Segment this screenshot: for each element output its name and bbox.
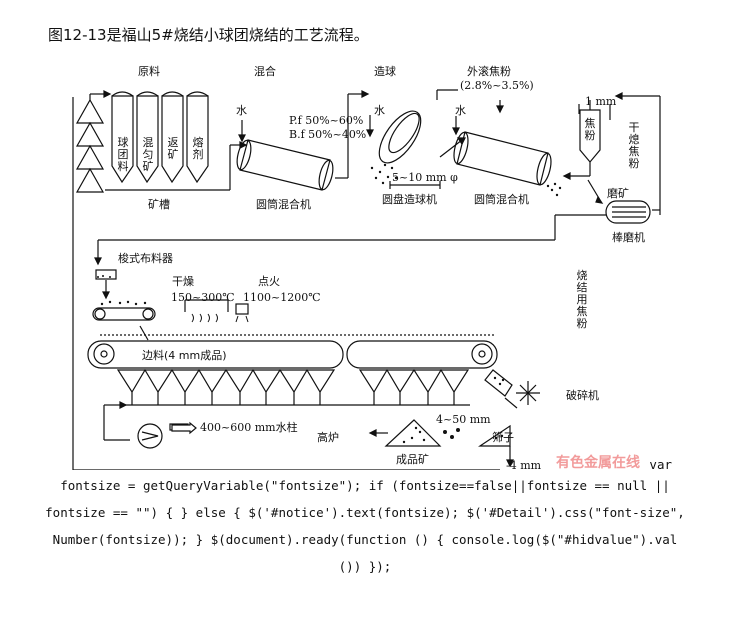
shuttle-distributor <box>95 269 117 280</box>
header-mixing: 混合 <box>254 65 276 78</box>
discharge-chute <box>484 369 513 397</box>
ignition-temp-label: 1100~1200℃ <box>243 291 321 304</box>
sinter-strand <box>87 334 498 369</box>
product-ore-label: 成品矿 <box>396 453 429 466</box>
bin-label: 熔剂 <box>192 136 204 161</box>
blast-furnace-label: 高炉 <box>317 431 339 444</box>
drum-mixer-1-label: 圆筒混合机 <box>256 198 311 211</box>
stockpile-triangle <box>75 167 105 193</box>
stockpile-triangle <box>75 98 105 124</box>
disc-pelletizer <box>378 110 422 164</box>
product-size-label: 4~50 mm <box>436 413 491 426</box>
rod-mill-label: 棒磨机 <box>612 231 645 244</box>
drying-flames <box>191 313 249 323</box>
bin-label: 球团料 <box>117 136 129 173</box>
ore-bin-label: 矿槽 <box>148 198 170 211</box>
header-pelletizing: 造球 <box>374 65 396 78</box>
code-line: var <box>649 457 672 472</box>
drying-temp-label: 150~300℃ <box>171 291 235 304</box>
pf-label: P.f 50%~60% <box>289 114 364 127</box>
water-label: 水 <box>455 104 466 117</box>
fan-label: 400~600 mm水柱 <box>200 421 298 434</box>
bin-label: 混匀矿 <box>142 136 154 173</box>
ignition-label: 点火 <box>258 275 280 288</box>
water-label: 水 <box>236 104 247 117</box>
wind-boxes <box>116 369 470 406</box>
drying-label: 干燥 <box>172 275 194 288</box>
drum-mixer-1 <box>236 139 334 191</box>
screen <box>478 424 511 447</box>
coke-bin <box>579 109 601 163</box>
fines-label: -4 mm <box>506 459 542 472</box>
drum-mixer-2-label: 圆筒混合机 <box>474 193 529 206</box>
pellet-size-label: 5~10 mm φ <box>392 171 458 184</box>
bin-label: 返矿 <box>167 136 179 161</box>
process-flow-diagram <box>72 89 661 470</box>
watermark: 有色金属在线 <box>556 455 640 471</box>
hearth-label: 边料(4 mm成品) <box>142 349 227 362</box>
water-label: 水 <box>374 104 385 117</box>
header-coke-range: (2.8%~3.5%) <box>460 79 534 92</box>
grinding-label: 磨矿 <box>607 187 629 200</box>
coke-bin-label: 焦粉 <box>584 117 596 142</box>
rod-mill <box>605 200 651 224</box>
code-line: fontsize = getQueryVariable("fontsize");… <box>60 478 670 493</box>
feed-conveyor <box>92 307 156 321</box>
screen-label: 筛子 <box>492 431 514 444</box>
header-raw-material: 原料 <box>138 65 160 78</box>
material-particles <box>97 163 562 444</box>
fan <box>137 423 163 449</box>
crusher-label: 破碎机 <box>566 389 599 402</box>
code-line: Number(fontsize)); } $(document).ready(f… <box>52 532 678 547</box>
header-coke-outer: 外滚焦粉 <box>467 65 511 78</box>
code-line: fontsize == "") { } else { $('#notice').… <box>45 505 685 520</box>
disc-pelletizer-label: 圆盘造球机 <box>382 193 437 206</box>
bf-label: B.f 50%~40% <box>289 128 367 141</box>
ignition-burner <box>235 303 249 315</box>
code-snippet: var fontsize = getQueryVariable("fontsiz… <box>0 458 730 580</box>
drum-mixer-2 <box>453 131 552 186</box>
stockpile-triangle <box>75 121 105 147</box>
ore-bins <box>111 91 209 184</box>
shuttle-label: 梭式布料器 <box>118 252 173 265</box>
product-pile <box>384 419 442 447</box>
mm-label: 1 mm <box>585 95 617 108</box>
code-line: ()) }); <box>338 559 392 574</box>
page-title: 图12-13是福山5#烧结小球团烧结的工艺流程。 <box>48 26 369 44</box>
dry-coke-label: 干熄焦粉 <box>628 121 640 170</box>
sinter-coke-label: 烧结用焦粉 <box>576 269 588 330</box>
stockpile-triangle <box>75 144 105 170</box>
